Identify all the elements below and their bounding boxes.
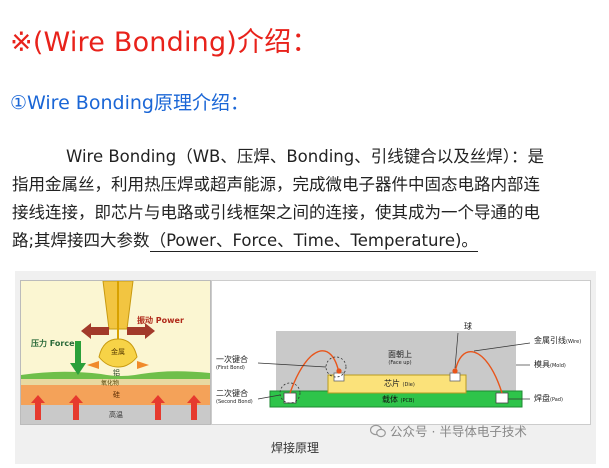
package-cross-section: 球 金属引线(Wire) 模具(Mold) 焊盘(Pad) 面朝上(Face u… [211,280,591,425]
mold-label-sub: (Mold) [550,363,566,369]
paragraph-text: 路;其焊接四大参数 [12,231,150,250]
cross-section-illustration [257,331,531,408]
power-arrow-right [127,323,155,339]
silicon-label: 硅 [113,391,120,399]
second-bond-sub: (Second Bond) [216,399,253,405]
heat-label: 高温 [109,411,123,419]
leader-second-bond [257,394,281,400]
wire-label: 金属引线(Wire) [534,335,581,346]
ball-label: 金属 [111,348,125,356]
intro-paragraph: Wire Bonding（WB、压焊、Bonding、引线键合以及丝焊）：是 指… [12,143,600,255]
ball-bond-right [452,368,458,374]
paragraph-line: 指用金属丝，利用热压焊或超声能源，完成微电子器件中固态电路内部连 [12,175,540,194]
bond-wire-right [454,351,503,394]
die-pad-right [449,372,461,382]
first-bond-sub: (First Bond) [216,365,245,371]
paragraph-line: 接线连接，即芯片与电路或引线框架之间的连接，使其成为一个导通的电 [12,203,540,222]
face-up-label: 面朝上(Face up) [380,349,420,366]
figure-caption: 焊接原理 [271,441,320,455]
force-label: 压力 Force [31,339,75,348]
power-label: 振动 Power [137,316,184,325]
bond-arrow-right [137,361,149,369]
pad-label-text: 焊盘 [534,394,550,403]
metal-ball [98,338,138,368]
bonding-process-diagram: 振动 Power 压力 Force 金属 铝 氧化物 硅 高温 [20,280,211,425]
force-arrow-head [70,363,86,375]
oxide-label: 氧化物 [101,380,120,387]
wechat-icon [370,424,386,437]
second-bond-marker [279,382,301,404]
substrate-label: 载体 (PCB) [382,394,414,405]
pad-label-sub: (Pad) [550,397,563,403]
substrate-pad-left [283,392,297,404]
substrate-label-sub: (PCB) [400,398,415,404]
aluminum-label: 铝 [113,369,120,377]
parameters-underlined: （Power、Force、Time、Temperature)。 [149,231,478,252]
wire-label-text: 金属引线 [534,336,566,345]
die [327,374,467,394]
first-bond-marker [325,356,347,378]
watermark-text: 公众号 · 半导体电子技术 [390,424,527,439]
leader-wire [473,342,531,352]
ball-bond-left [336,368,342,374]
leader-ball [454,332,459,369]
bond-wire-left [289,350,340,394]
paragraph-line: 路;其焊接四大参数（Power、Force、Time、Temperature)。 [12,227,600,255]
bond-arrow-left [87,361,99,369]
aluminum-pad [21,371,210,379]
section-subheading: ①Wire Bonding原理介绍： [10,92,249,114]
substrate-pad-right [495,392,509,404]
ball-label: 球 [464,322,472,331]
first-bond-text: 一次键合 [216,355,248,364]
process-illustration [21,281,210,424]
watermark: 公众号 · 半导体电子技术 [370,421,527,440]
paragraph-line: Wire Bonding（WB、压焊、Bonding、引线键合以及丝焊）：是 [66,147,544,166]
first-bond-label: 一次键合(First Bond) [216,355,248,373]
mold-label-text: 模具 [534,360,550,369]
second-bond-label: 二次键合(Second Bond) [216,389,253,407]
mold-label: 模具(Mold) [534,359,566,370]
oxide-layer [21,379,210,385]
wire-label-sub: (Wire) [566,339,582,345]
bonding-figure: 振动 Power 压力 Force 金属 铝 氧化物 硅 高温 [15,271,596,464]
page-heading: ※(Wire Bonding)介绍： [10,27,319,58]
substrate-label-text: 载体 [382,395,398,404]
heat-base [21,405,210,424]
silicon-layer [21,385,210,405]
heat-arrows [31,395,201,420]
face-up-sub: (Face up) [388,360,412,366]
pad-label: 焊盘(Pad) [534,393,563,404]
second-bond-text: 二次键合 [216,389,248,398]
die-label-text: 芯片 [384,379,400,388]
die-label-sub: (Die) [402,382,415,388]
face-up-text: 面朝上 [388,350,412,359]
force-arrow-shaft [75,341,81,363]
die-label: 芯片 (Die) [384,378,415,389]
leader-first-bond [257,362,327,368]
power-arrow-left [81,323,109,339]
